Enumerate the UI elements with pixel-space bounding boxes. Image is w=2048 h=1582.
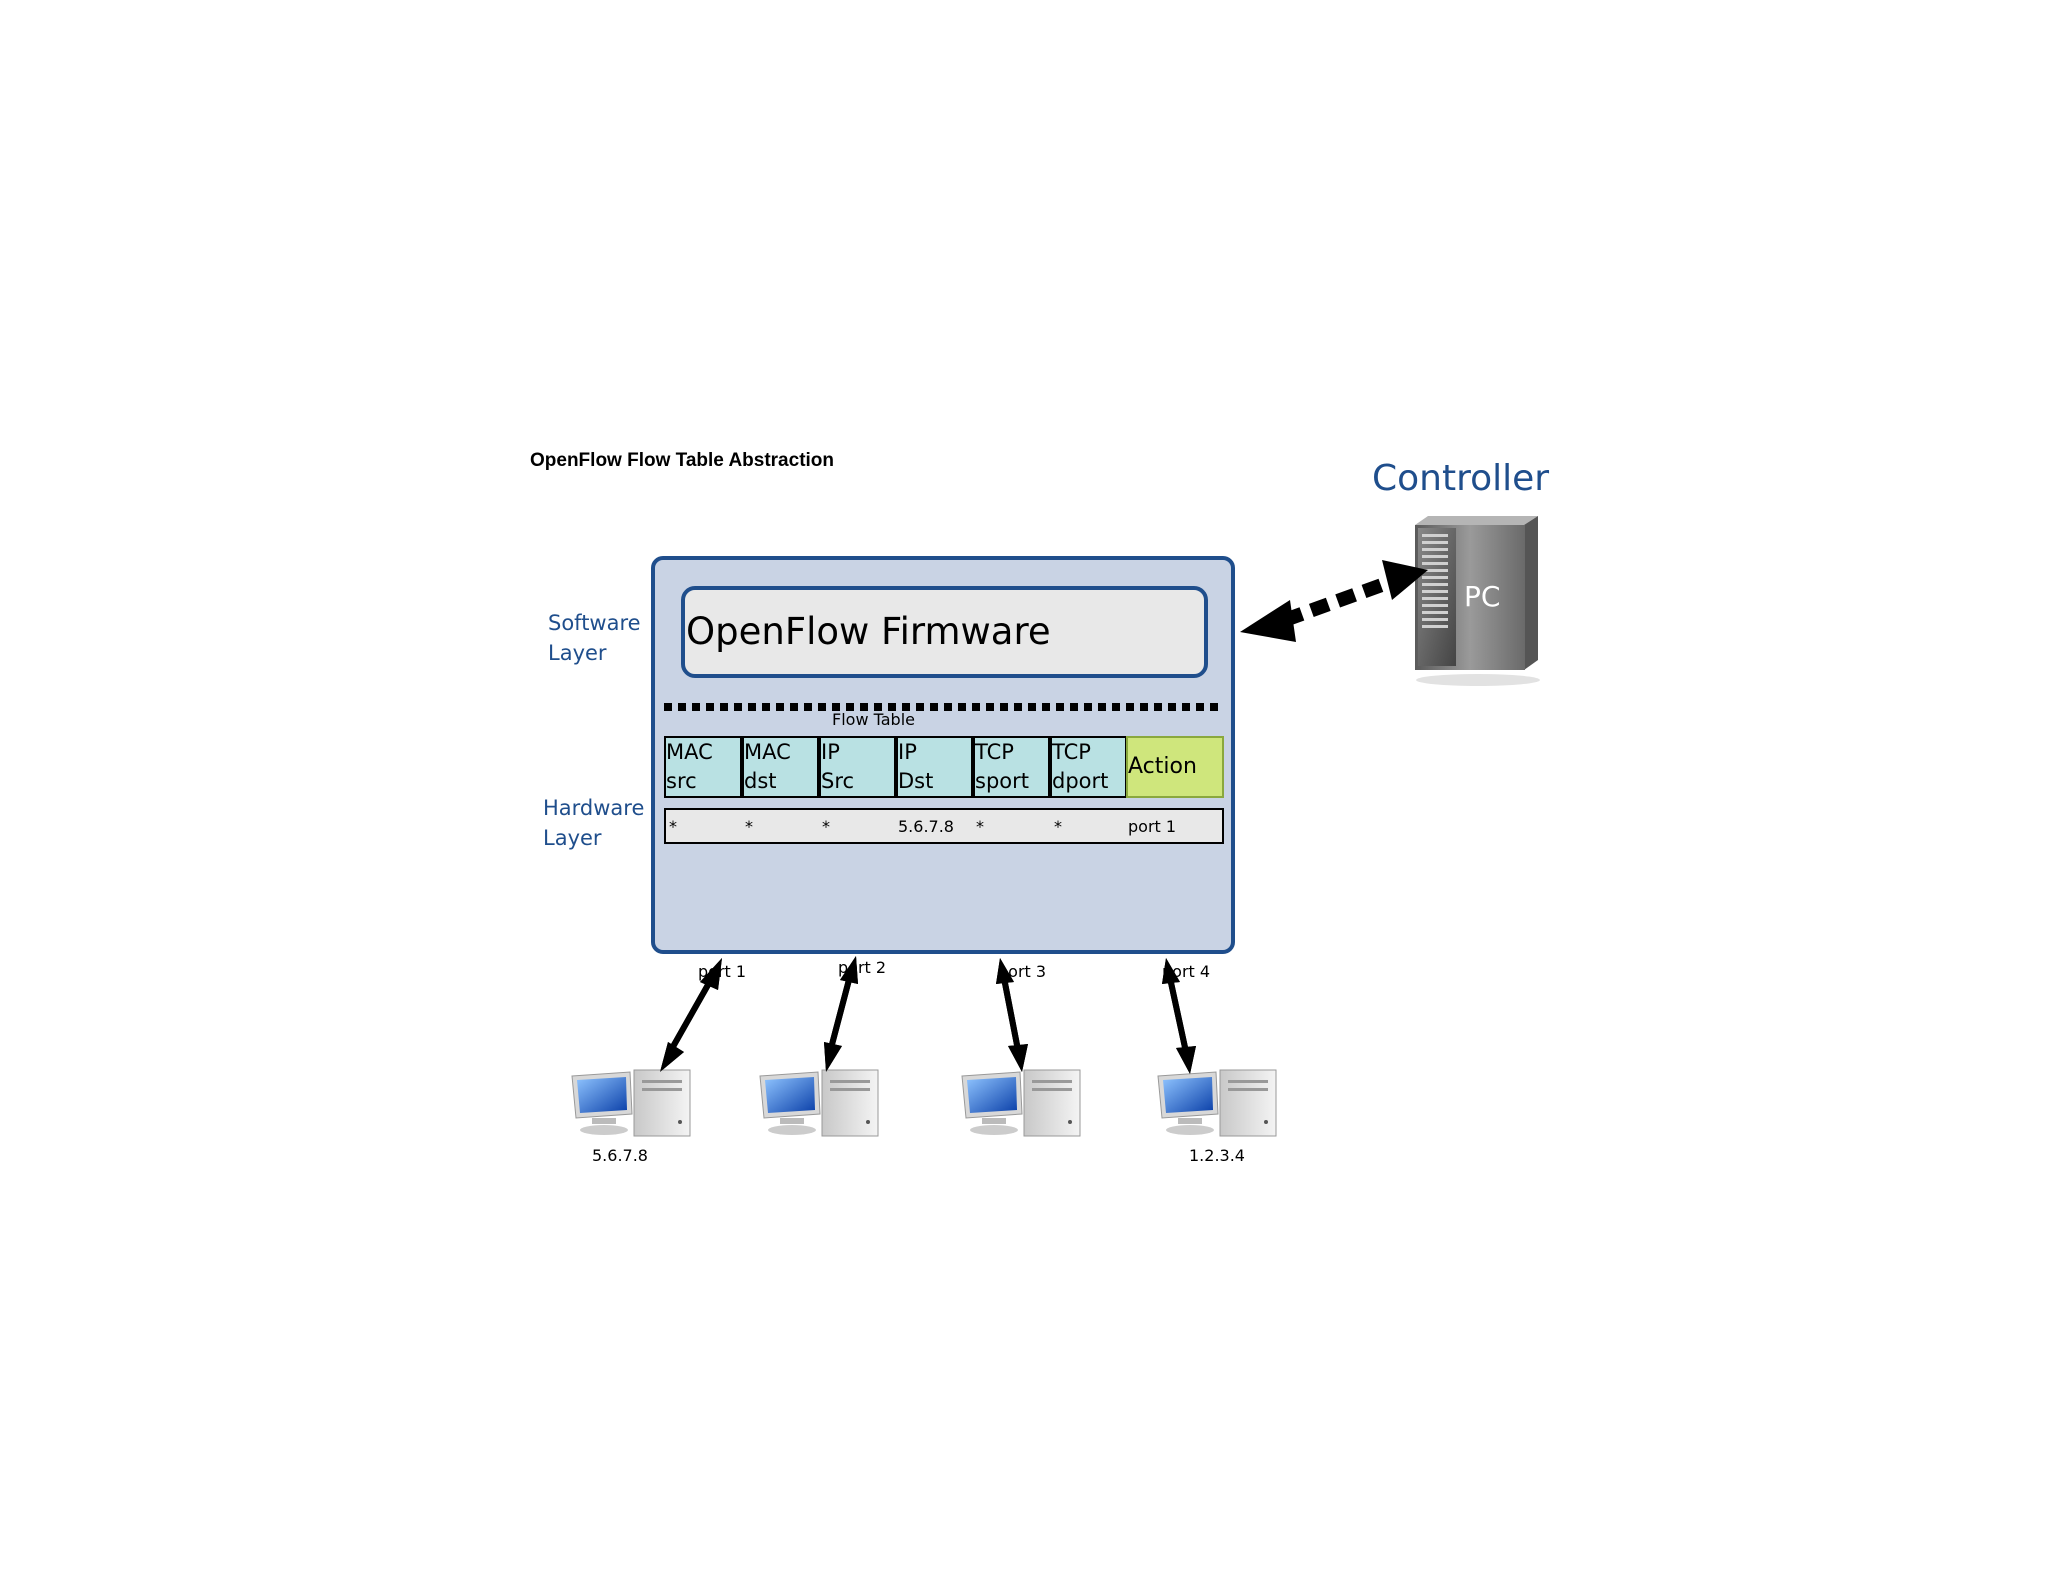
host-computer-icons	[571, 1069, 1277, 1137]
entry-ip-src: *	[822, 817, 830, 836]
header-ip-src: IP Src	[819, 736, 896, 798]
header-action: Action	[1126, 736, 1224, 798]
server-icon	[1415, 516, 1540, 686]
entry-mac-dst: *	[745, 817, 753, 836]
desktop-computer-icon	[961, 1069, 1081, 1137]
header-ip-dst: IP Dst	[896, 736, 973, 798]
entry-mac-src: *	[669, 817, 677, 836]
flow-entry-row	[664, 808, 1224, 844]
hardware-layer-label: Hardware Layer	[543, 796, 645, 850]
entry-action: port 1	[1128, 817, 1177, 836]
host-ip-label-4: 1.2.3.4	[1189, 1146, 1245, 1165]
diagram-title: OpenFlow Flow Table Abstraction	[530, 450, 835, 471]
entry-ip-dst: 5.6.7.8	[898, 817, 954, 836]
desktop-computer-icon	[759, 1069, 879, 1137]
port-label-1: port 1	[698, 962, 747, 981]
header-mac-src: MAC src	[664, 736, 742, 798]
port-label-2: port 2	[838, 958, 887, 977]
header-tcp-sport: TCP sport	[973, 736, 1050, 798]
entry-tcp-dport: *	[1054, 817, 1062, 836]
header-tcp-dport: TCP dport	[1050, 736, 1127, 798]
flow-table-label: Flow Table	[832, 710, 915, 729]
controller-label: Controller	[1372, 458, 1550, 499]
port-label-4: port 4	[1162, 962, 1211, 981]
firmware-box	[681, 586, 1208, 678]
desktop-computer-icon	[571, 1069, 691, 1137]
header-mac-dst: MAC dst	[742, 736, 819, 798]
server-label: PC	[1464, 580, 1501, 613]
desktop-computer-icon	[1157, 1069, 1277, 1137]
port-label-3: port 3	[998, 962, 1047, 981]
host-ip-label-1: 5.6.7.8	[592, 1146, 648, 1165]
controller-link-arrow	[1240, 560, 1428, 642]
firmware-label: OpenFlow Firmware	[686, 610, 1051, 653]
entry-tcp-sport: *	[976, 817, 984, 836]
software-layer-label: Software Layer	[548, 611, 641, 665]
